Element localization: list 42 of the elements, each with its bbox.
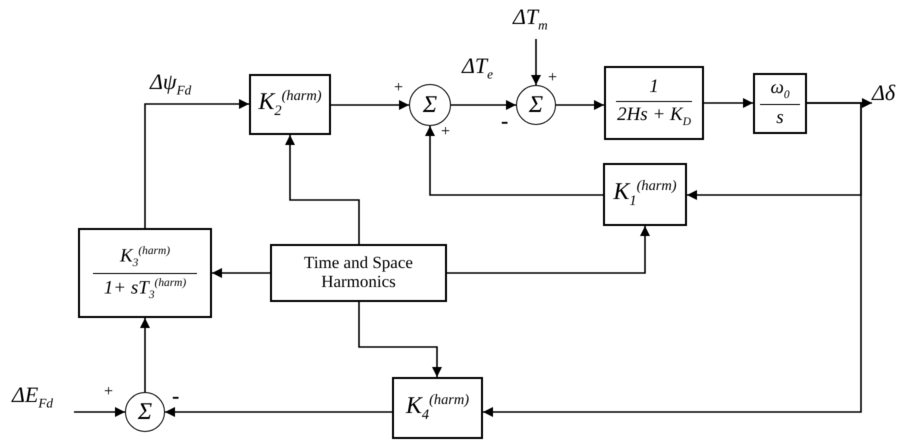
sign-label: - <box>501 110 508 132</box>
summing-junction <box>125 392 165 432</box>
transfer-function-block <box>753 73 807 134</box>
arrow <box>140 318 150 392</box>
signal-label: ΔE$_{Fd}$ <box>12 382 74 410</box>
arrow <box>531 39 541 85</box>
sign-label: - <box>172 385 180 407</box>
arrow <box>358 302 442 377</box>
sign-label: + <box>394 80 404 96</box>
denominator: s <box>776 108 784 130</box>
transfer-function-block <box>392 377 483 439</box>
arrow <box>451 100 516 110</box>
summing-junction <box>516 85 556 125</box>
arrow <box>212 268 270 278</box>
numerator: ω$_{0}$ <box>770 78 790 102</box>
summing-junction <box>409 84 451 126</box>
numerator: 1 <box>649 77 659 98</box>
arrow <box>331 100 409 110</box>
arrow <box>483 102 862 417</box>
transfer-function-block <box>249 74 331 135</box>
sign-label: + <box>104 384 114 400</box>
sum-symbol: Σ <box>138 398 152 426</box>
arrow <box>704 98 753 108</box>
arrow <box>425 126 603 196</box>
transfer-function-block <box>78 228 212 318</box>
block-text: Time and Space Harmonics <box>303 254 414 292</box>
transfer-function-block <box>604 66 704 140</box>
transfer-function-block <box>603 163 687 226</box>
transfer-function-block <box>270 244 447 302</box>
denominator: 2Hs + K$_{D}$ <box>617 105 691 129</box>
sum-symbol: Σ <box>422 92 438 118</box>
arrow <box>165 407 392 417</box>
signal-label: Δδ <box>872 80 908 110</box>
sum-symbol: Σ <box>528 92 544 118</box>
arrow <box>447 226 650 274</box>
signal-label: ΔT$_{m}$ <box>513 4 563 39</box>
sign-label: + <box>441 124 450 140</box>
sign-label: + <box>548 70 558 86</box>
arrow <box>285 135 360 244</box>
arrow <box>74 407 125 417</box>
arrow <box>144 99 249 228</box>
arrow <box>556 100 604 110</box>
